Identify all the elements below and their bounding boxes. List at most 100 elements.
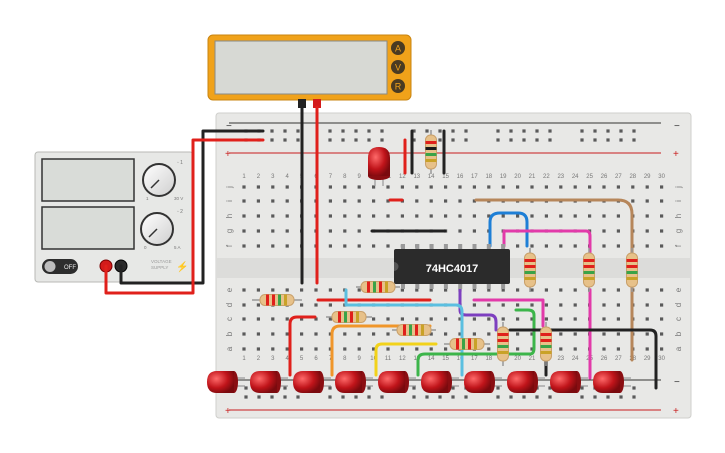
- hole[interactable]: [372, 317, 376, 321]
- hole[interactable]: [645, 303, 649, 307]
- led[interactable]: [293, 371, 331, 393]
- hole[interactable]: [458, 229, 462, 233]
- rail-hole[interactable]: [580, 395, 584, 399]
- hole[interactable]: [328, 199, 332, 203]
- rail-hole[interactable]: [380, 395, 384, 399]
- hole[interactable]: [501, 214, 505, 218]
- rail-hole[interactable]: [296, 129, 300, 133]
- hole[interactable]: [328, 185, 332, 189]
- hole[interactable]: [328, 244, 332, 248]
- power-supply[interactable]: ◦ 1 1 30 V ◦ 2 0 5 A OFF VOLTAGE SUPPLY …: [34, 151, 194, 283]
- hole[interactable]: [242, 347, 246, 351]
- hole[interactable]: [631, 199, 635, 203]
- hole[interactable]: [573, 332, 577, 336]
- hole[interactable]: [343, 185, 347, 189]
- hole[interactable]: [559, 288, 563, 292]
- led[interactable]: [378, 371, 416, 393]
- hole[interactable]: [415, 214, 419, 218]
- hole[interactable]: [429, 288, 433, 292]
- hole[interactable]: [501, 303, 505, 307]
- green-wire[interactable]: [416, 308, 536, 377]
- hole[interactable]: [328, 229, 332, 233]
- rail-hole[interactable]: [632, 386, 636, 390]
- rail-hole[interactable]: [257, 395, 261, 399]
- hole[interactable]: [285, 288, 289, 292]
- hole[interactable]: [487, 317, 491, 321]
- resistor[interactable]: [540, 322, 552, 366]
- resistor[interactable]: [497, 322, 509, 366]
- hole[interactable]: [285, 347, 289, 351]
- hole[interactable]: [271, 185, 275, 189]
- hole[interactable]: [487, 303, 491, 307]
- resistor[interactable]: [425, 130, 437, 174]
- hole[interactable]: [559, 244, 563, 248]
- led-row[interactable]: [207, 371, 631, 393]
- hole[interactable]: [573, 347, 577, 351]
- hole[interactable]: [472, 199, 476, 203]
- ic-body[interactable]: [394, 249, 510, 284]
- rail-hole[interactable]: [496, 129, 500, 133]
- hole[interactable]: [415, 317, 419, 321]
- multimeter-button-a[interactable]: A: [391, 41, 405, 55]
- hole[interactable]: [530, 244, 534, 248]
- hole[interactable]: [400, 347, 404, 351]
- hole[interactable]: [271, 332, 275, 336]
- rail-hole[interactable]: [632, 395, 636, 399]
- hole[interactable]: [271, 317, 275, 321]
- hole[interactable]: [343, 214, 347, 218]
- brown-wire[interactable]: [474, 198, 634, 362]
- hole[interactable]: [530, 332, 534, 336]
- rail-hole[interactable]: [438, 138, 442, 142]
- rail-hole[interactable]: [328, 129, 332, 133]
- hole[interactable]: [573, 288, 577, 292]
- hole[interactable]: [458, 332, 462, 336]
- rail-hole[interactable]: [425, 395, 429, 399]
- hole[interactable]: [386, 244, 390, 248]
- rail-hole[interactable]: [593, 129, 597, 133]
- hole[interactable]: [530, 347, 534, 351]
- led[interactable]: [593, 371, 631, 393]
- hole[interactable]: [660, 332, 664, 336]
- rail-hole[interactable]: [464, 138, 468, 142]
- rail-hole[interactable]: [354, 138, 358, 142]
- hole[interactable]: [386, 347, 390, 351]
- orange-wire[interactable]: [330, 324, 432, 377]
- rail-hole[interactable]: [606, 138, 610, 142]
- black-wire-bottom[interactable]: [508, 328, 658, 390]
- hole[interactable]: [645, 199, 649, 203]
- led[interactable]: [550, 371, 588, 393]
- hole[interactable]: [645, 244, 649, 248]
- hole[interactable]: [357, 214, 361, 218]
- hole[interactable]: [314, 303, 318, 307]
- hole[interactable]: [588, 185, 592, 189]
- hole[interactable]: [357, 332, 361, 336]
- rail-hole[interactable]: [509, 138, 513, 142]
- hole[interactable]: [343, 199, 347, 203]
- rail-hole[interactable]: [496, 138, 500, 142]
- hole[interactable]: [256, 185, 260, 189]
- rail-hole[interactable]: [412, 129, 416, 133]
- hole[interactable]: [444, 199, 448, 203]
- rail-hole[interactable]: [509, 395, 513, 399]
- hole[interactable]: [487, 332, 491, 336]
- hole[interactable]: [400, 288, 404, 292]
- rail-hole[interactable]: [425, 129, 429, 133]
- rail-hole[interactable]: [296, 395, 300, 399]
- rail-hole[interactable]: [619, 395, 623, 399]
- rail-hole[interactable]: [496, 386, 500, 390]
- hole[interactable]: [242, 199, 246, 203]
- hole[interactable]: [386, 199, 390, 203]
- hole[interactable]: [602, 332, 606, 336]
- resistor[interactable]: [583, 248, 595, 292]
- hole[interactable]: [429, 185, 433, 189]
- hole[interactable]: [242, 244, 246, 248]
- rail-hole[interactable]: [341, 395, 345, 399]
- rail-hole[interactable]: [438, 395, 442, 399]
- hole[interactable]: [256, 229, 260, 233]
- hole[interactable]: [573, 303, 577, 307]
- hole[interactable]: [559, 303, 563, 307]
- hole[interactable]: [573, 244, 577, 248]
- rail-hole[interactable]: [451, 129, 455, 133]
- hole[interactable]: [386, 317, 390, 321]
- hole[interactable]: [660, 199, 664, 203]
